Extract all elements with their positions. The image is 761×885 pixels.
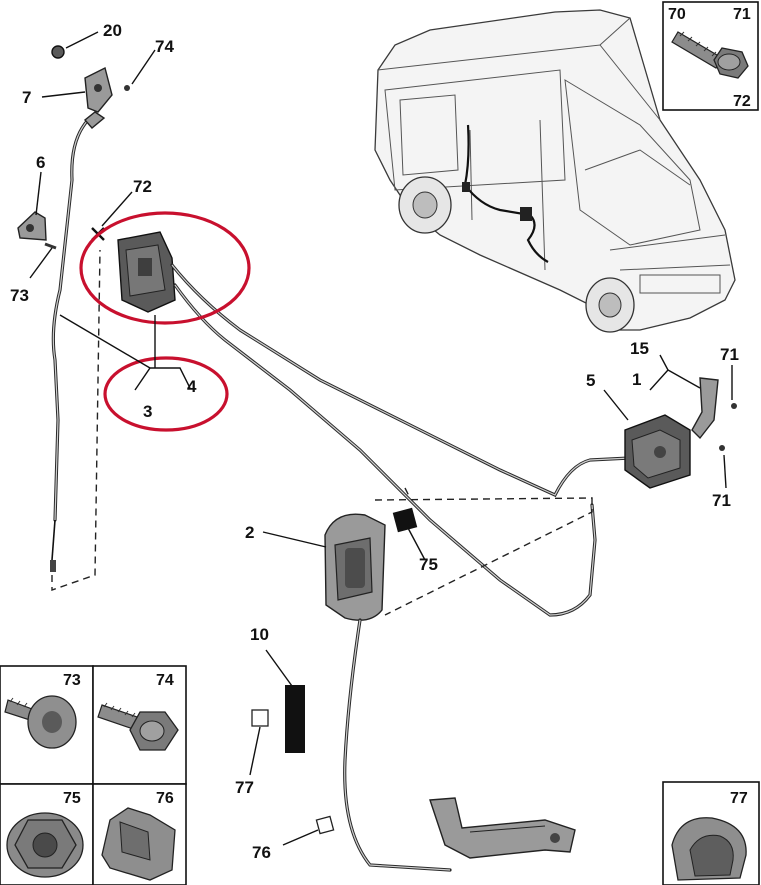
main-cables [170, 263, 632, 617]
callout-15: 15 [630, 339, 649, 358]
callout-3: 3 [143, 402, 152, 421]
legend-label-72: 72 [733, 93, 751, 110]
callout-74: 74 [155, 37, 174, 56]
legend-label-77: 77 [730, 790, 748, 807]
callout-72: 72 [133, 177, 152, 196]
callout-labels: 20 74 7 6 72 73 3 4 15 1 71 5 71 2 75 10… [10, 21, 739, 862]
callout-1: 1 [632, 370, 641, 389]
callout-5: 5 [586, 371, 595, 390]
highlight-circle-3-4 [103, 356, 229, 432]
rear-lock-5 [624, 414, 691, 489]
callout-20: 20 [103, 21, 122, 40]
lock-mechanism [91, 227, 176, 313]
cable-clip-icon [101, 807, 176, 881]
callout-76: 76 [252, 843, 271, 862]
bracket-7 [51, 45, 130, 129]
van-illustration [374, 9, 736, 333]
highlight-circle-lock [79, 211, 251, 325]
legend-label-70: 70 [668, 6, 686, 23]
torx-bolt-icon [4, 695, 77, 749]
left-release-cable [50, 118, 101, 591]
callout-71-top: 71 [720, 345, 739, 364]
leader-lines [29, 31, 733, 846]
legend-label-76: 76 [156, 790, 174, 807]
hex-flange-bolt-icon [97, 702, 179, 751]
legend-box-70-71-72: 70 71 72 [662, 1, 759, 111]
legend-label-75: 75 [63, 790, 81, 807]
callout-4: 4 [187, 377, 197, 396]
callout-75: 75 [419, 555, 438, 574]
legend-label-74: 74 [156, 672, 174, 689]
callout-7: 7 [22, 88, 31, 107]
callout-10: 10 [250, 625, 269, 644]
legend-label-73: 73 [63, 672, 81, 689]
callout-73: 73 [10, 286, 29, 305]
flange-nut-icon [6, 812, 84, 878]
callout-71-bottom: 71 [712, 491, 731, 510]
callout-2: 2 [245, 523, 254, 542]
callout-6: 6 [36, 153, 45, 172]
rear-handle-1 [691, 377, 737, 451]
hex-bolt-icon [671, 31, 749, 79]
grommet-clip-icon [671, 817, 747, 881]
legend-box-77: 77 [662, 781, 760, 885]
rear-hinge-mechanism [429, 797, 576, 859]
door-handle-2 [324, 507, 452, 872]
legend-grid-bottom-left: 73 74 75 76 [0, 665, 187, 885]
callout-77: 77 [235, 778, 254, 797]
part-10 [251, 685, 335, 835]
bracket-6 [17, 211, 57, 250]
legend-label-71: 71 [733, 6, 751, 23]
